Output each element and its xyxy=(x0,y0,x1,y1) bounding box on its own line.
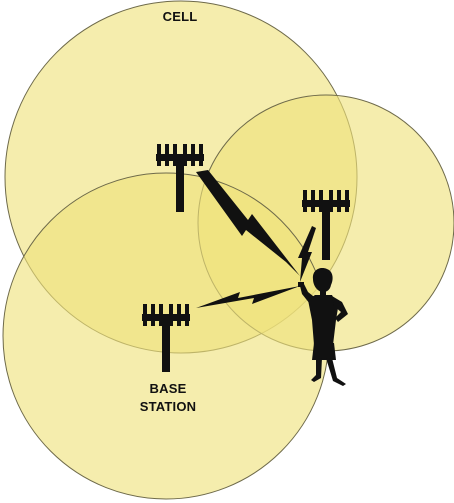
cell-tower-icon xyxy=(302,190,350,260)
cell-tower-icon xyxy=(142,304,190,372)
lightning-bolt-icon xyxy=(196,170,300,276)
cell-tower-icon xyxy=(156,144,204,212)
person-with-phone-icon xyxy=(298,268,348,386)
base-station-label-line1: BASE xyxy=(149,381,187,396)
lightning-bolt-icon xyxy=(196,286,300,308)
base-station-label-line2: STATION xyxy=(139,399,197,414)
lightning-bolt-icon xyxy=(298,226,316,282)
cell-label: CELL xyxy=(162,9,198,24)
